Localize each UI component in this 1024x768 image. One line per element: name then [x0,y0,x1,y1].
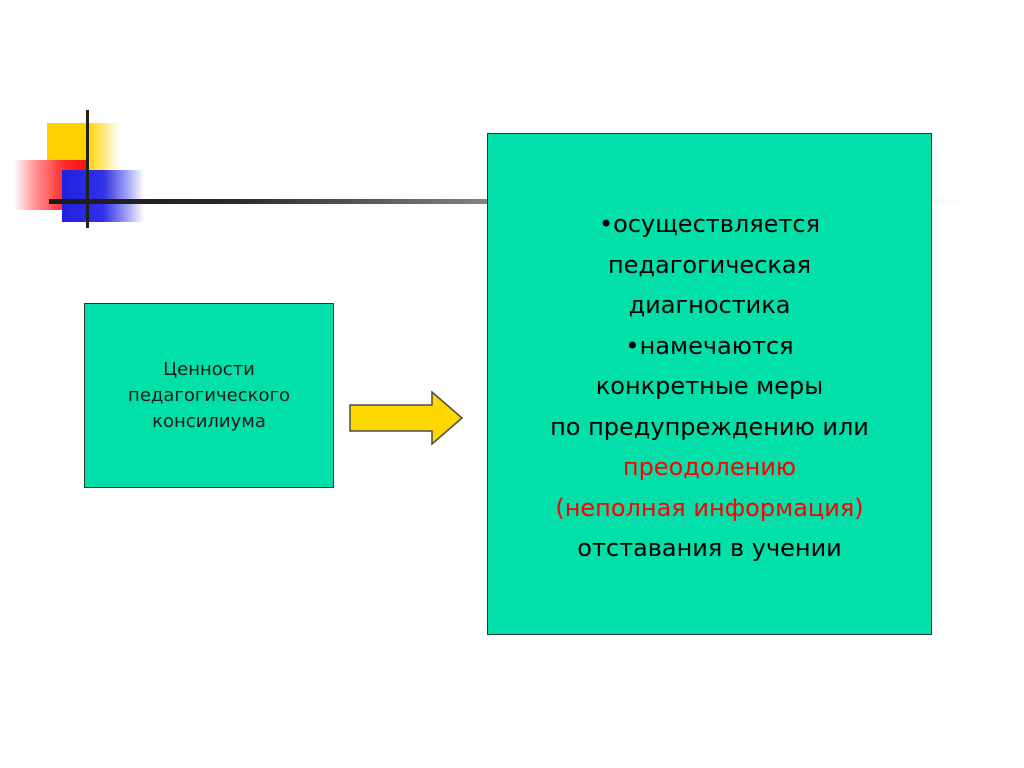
line-7-highlight: преодолению [622,453,797,481]
line-4: •намечаются [625,331,794,360]
line-8-highlight: (неполная информация) [555,493,864,522]
line-1: •осуществляется [598,210,821,238]
right-arrow-icon [349,390,464,446]
blue-square [62,170,144,222]
values-box: Ценности педагогического консилиума [84,303,334,488]
vertical-line [86,110,89,228]
line-2: педагогическая [607,250,812,279]
line-9: отставания в учении [577,534,842,562]
line-3: диагностика [628,291,791,319]
line-6: по предупреждению или [550,412,869,441]
description-text: •осуществляется педагогическая диагности… [488,204,931,569]
description-box: •осуществляется педагогическая диагности… [487,133,932,635]
line-5: конкретные меры [595,372,824,400]
values-box-text: Ценности педагогического консилиума [128,358,290,432]
